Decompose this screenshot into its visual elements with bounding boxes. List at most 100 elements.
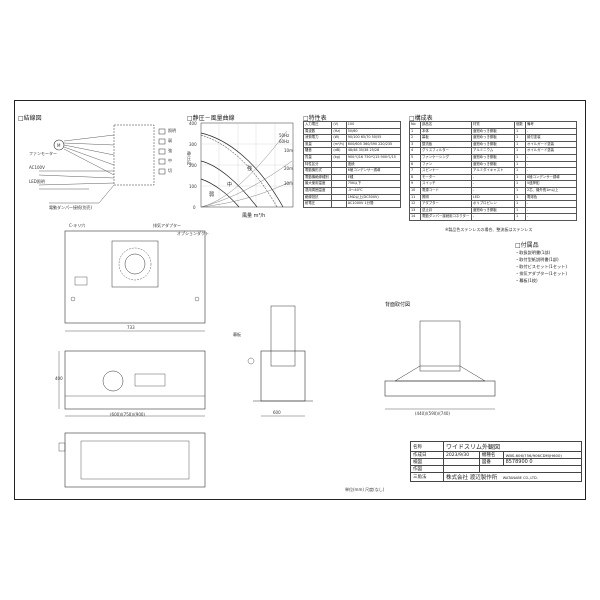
characteristics-cell: 適用周囲温度 xyxy=(302,186,333,195)
components-cell: 1 xyxy=(514,186,526,195)
bottom-view-drawing xyxy=(55,429,215,491)
company-name-en: WATANABE CO.,LTD. xyxy=(502,476,538,480)
pressure-chart-svg xyxy=(200,122,294,208)
components-cell: 1 xyxy=(514,193,526,202)
components-cell: 1 xyxy=(409,127,421,136)
front-view-drawing: (600)/(750)/(900) 400 xyxy=(55,346,215,421)
ytick-200: 200 xyxy=(189,163,197,168)
characteristics-cell: 特性区分 xyxy=(302,160,333,169)
col-material: 材質 xyxy=(471,121,515,129)
components-cell: 逆止弁 xyxy=(420,206,472,215)
components-cell: - xyxy=(525,206,577,215)
col-qty: 個数 xyxy=(514,121,526,129)
characteristics-cell: 6極コンデンサー誘導 xyxy=(345,167,402,175)
curve-mid: 中 xyxy=(227,182,233,188)
accessory-item: ・排気アダプター(1セット) xyxy=(515,271,567,276)
components-cell: 電球色 xyxy=(525,193,577,202)
characteristics-cell: 風量 xyxy=(302,140,333,149)
characteristics-cell: (dB) xyxy=(331,147,347,155)
tb-checked-value xyxy=(443,458,480,466)
components-cell: 2 xyxy=(409,134,421,142)
characteristics-cell xyxy=(331,180,347,188)
tb-name-label-text: 名称 xyxy=(413,444,422,450)
curve-strong: 強 xyxy=(247,166,253,172)
components-cell: オイルガード塗装 xyxy=(525,140,577,149)
components-cell: 整流板 xyxy=(420,140,472,149)
side-view-drawing: 600 幕板 xyxy=(233,296,313,426)
accessories-title: □付属品 xyxy=(515,242,539,249)
characteristics-row: 質量(kg)900ベ/16 750ベ/15 900ベ/15 xyxy=(302,153,402,162)
accessory-item: ・取扱説明書(1部) xyxy=(515,250,551,255)
components-cell: 1 xyxy=(514,167,526,175)
characteristics-cell: (V) xyxy=(331,121,347,129)
components-cell: - xyxy=(525,127,577,136)
components-cell: 1 xyxy=(514,206,526,215)
characteristics-row: 電動機形式 6極コンデンサー誘導 xyxy=(302,167,402,175)
components-cell: グリスフィルター xyxy=(420,147,472,155)
duct-20m: 20m xyxy=(284,166,293,171)
rear-view-drawing: (440)/(590)/(740) xyxy=(375,311,505,421)
accessories-list: ・取扱説明書(1部) ・取付型紙説明書(1部) ・取付ビスセット(1セット) ・… xyxy=(515,249,567,284)
characteristics-row: 入力電圧(V)100 xyxy=(302,121,402,129)
characteristics-cell: 電動機形式 xyxy=(302,167,333,175)
components-cell: 電源コード xyxy=(420,186,472,195)
duct-10m: 10m xyxy=(284,148,293,153)
svg-text:M: M xyxy=(57,143,61,148)
characteristics-cell: 耐電圧 xyxy=(302,200,333,208)
components-cell: オイルガード塗装 xyxy=(525,147,577,155)
characteristics-cell: 75K以下 xyxy=(345,180,402,188)
legend-50hz: 50Hz xyxy=(279,133,290,138)
unit-note: 単位(mm) 尺度(なし) xyxy=(345,487,385,492)
components-cell: 亜鉛めっき鋼板 xyxy=(471,134,515,142)
components-cell: アダプター xyxy=(420,200,472,208)
characteristics-row: 耐電圧 AC1000V 1分間 xyxy=(302,200,402,208)
duct-30m: 30m xyxy=(284,181,293,186)
col-no: No xyxy=(409,121,421,129)
characteristics-cell: 1MΩ以上(DC500V) xyxy=(345,193,402,202)
c-hole-label: C-キリ穴 xyxy=(69,223,86,228)
fan-motor-label: ファンモーター xyxy=(29,151,57,156)
characteristics-cell: 消費電力 xyxy=(302,134,333,142)
components-cell: 5連押釦 xyxy=(525,180,577,188)
tb-empty xyxy=(478,465,583,473)
components-cell: 亜鉛めっき鋼板 xyxy=(471,127,515,136)
components-cell: 1 xyxy=(514,180,526,188)
components-cell: 本体 xyxy=(420,127,472,136)
characteristics-row: 特性区分連続 xyxy=(302,160,402,169)
components-cell: 14 xyxy=(409,213,421,221)
chart-xlabel: 風量 m³/h xyxy=(242,213,266,219)
characteristics-cell: 絶縁抵抗 xyxy=(302,193,333,202)
components-cell: 4 xyxy=(409,147,421,155)
tb-model-value: WBS-606/756/906CDM(H600) xyxy=(502,451,583,459)
top-view-drawing: 733 C-キリ穴 排気アダプター オプションダクト xyxy=(55,221,215,336)
characteristics-cell: AC1000V 1分間 xyxy=(345,200,402,208)
characteristics-row: 消費電力(W)90/100 65/70 50/55 xyxy=(302,134,402,142)
components-cell: 2芯、機外長1m以上 xyxy=(525,186,577,195)
tb-dwg-value: 8578900 0 xyxy=(502,458,583,466)
components-cell: 12 xyxy=(409,200,421,208)
characteristics-cell xyxy=(331,193,347,202)
components-cell: 亜鉛めっき鋼板 xyxy=(471,160,515,169)
wiring-diagram: M 照明 弱 強 中 切 ファンモーター AC100V LED照明 電動ダンパー xyxy=(29,123,184,211)
accessory-item: ・幕板(1枚) xyxy=(515,278,538,283)
tb-name-label: 名称 xyxy=(410,441,444,452)
components-cell: - xyxy=(471,213,515,221)
components-note: ※製品色ステンレスの場合、整流板はステンレス xyxy=(445,227,533,232)
accessory-item: ・取付ビスセット(1セット) xyxy=(515,264,567,269)
ytick-0: 0 xyxy=(193,205,196,210)
col-part: 部品名 xyxy=(420,121,472,129)
company-name: 株式会社 渡辺製作所 xyxy=(446,475,498,481)
ytick-300: 300 xyxy=(189,142,197,147)
characteristics-cell: -5〜40℃ xyxy=(345,186,402,195)
wiring-lines: M xyxy=(38,124,166,204)
components-cell: 13 xyxy=(409,206,421,215)
